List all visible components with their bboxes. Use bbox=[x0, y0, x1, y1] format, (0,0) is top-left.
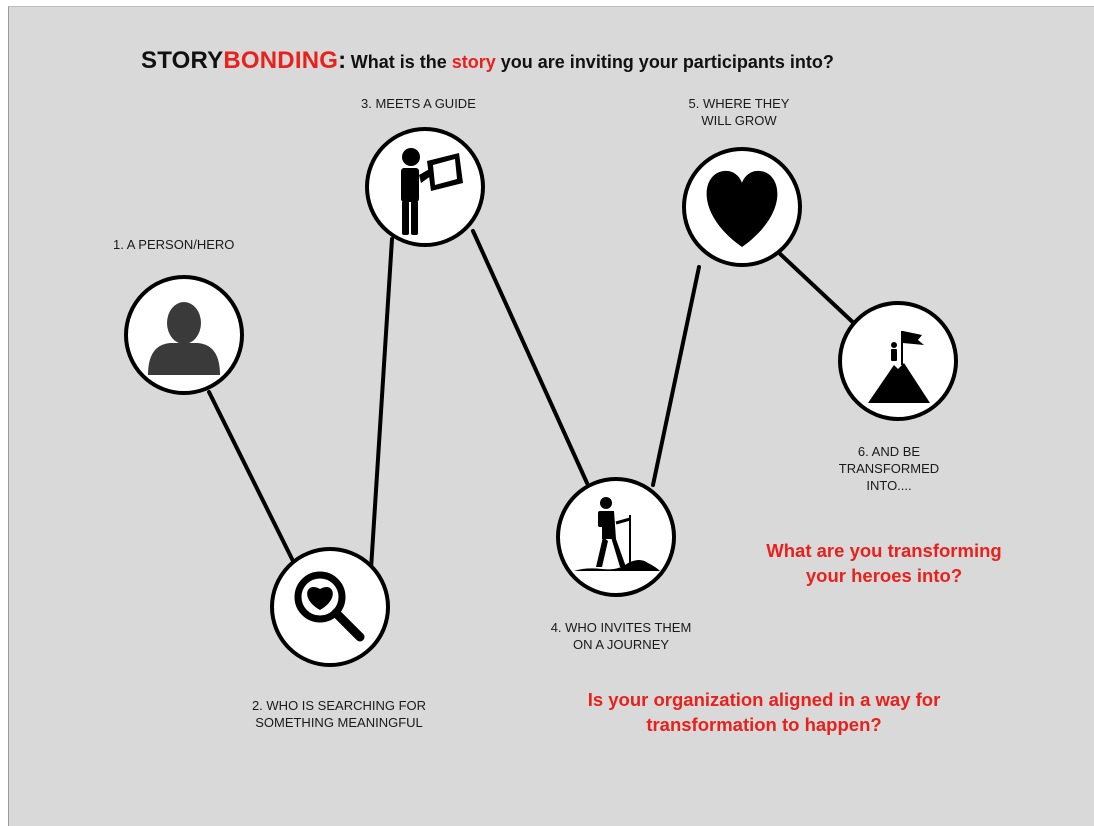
slide: STORYBONDING: What is the story you are … bbox=[8, 6, 1094, 826]
connector-2-3 bbox=[369, 237, 394, 571]
story-path-diagram bbox=[124, 127, 958, 667]
connector-4-5 bbox=[651, 265, 701, 487]
step-3-node bbox=[365, 127, 485, 247]
person-icon bbox=[148, 302, 220, 375]
title-question: What is the story you are inviting your … bbox=[350, 52, 834, 72]
connector-3-4 bbox=[471, 229, 589, 485]
step-2-label: 2. WHO IS SEARCHING FOR SOMETHING MEANIN… bbox=[251, 698, 427, 730]
hiker-icon bbox=[574, 497, 660, 571]
mountain-flag-icon bbox=[868, 331, 930, 403]
title-bonding: BONDING bbox=[223, 47, 339, 74]
transform-question: What are you transforming your heroes in… bbox=[766, 540, 1002, 586]
title-story: STORY bbox=[141, 47, 224, 74]
step-4-label: 4. WHO INVITES THEM ON A JOURNEY bbox=[550, 620, 692, 652]
aligned-question: Is your organization aligned in a way fo… bbox=[587, 689, 941, 735]
step-1-node bbox=[124, 275, 244, 395]
step-2-node bbox=[270, 547, 390, 667]
step-5-node bbox=[682, 147, 802, 267]
page-title: STORYBONDING: What is the story you are … bbox=[141, 47, 981, 75]
connector-1-2 bbox=[207, 390, 299, 571]
search-heart-icon bbox=[294, 571, 365, 642]
step-4-node bbox=[556, 477, 676, 597]
connector-5-6 bbox=[775, 249, 861, 330]
title-question-highlight: story bbox=[451, 52, 496, 72]
step-6-label: 6. AND BE TRANSFORMED INTO.... bbox=[838, 444, 940, 493]
step-5-label: 5. WHERE THEY WILL GROW bbox=[688, 96, 790, 128]
step-6-node bbox=[838, 301, 958, 421]
step-1-label: 1. A PERSON/HERO bbox=[113, 237, 235, 252]
title-colon: : bbox=[338, 47, 347, 74]
guide-reading-icon bbox=[401, 148, 463, 235]
step-3-label: 3. MEETS A GUIDE bbox=[361, 96, 476, 111]
heart-icon bbox=[706, 170, 778, 247]
